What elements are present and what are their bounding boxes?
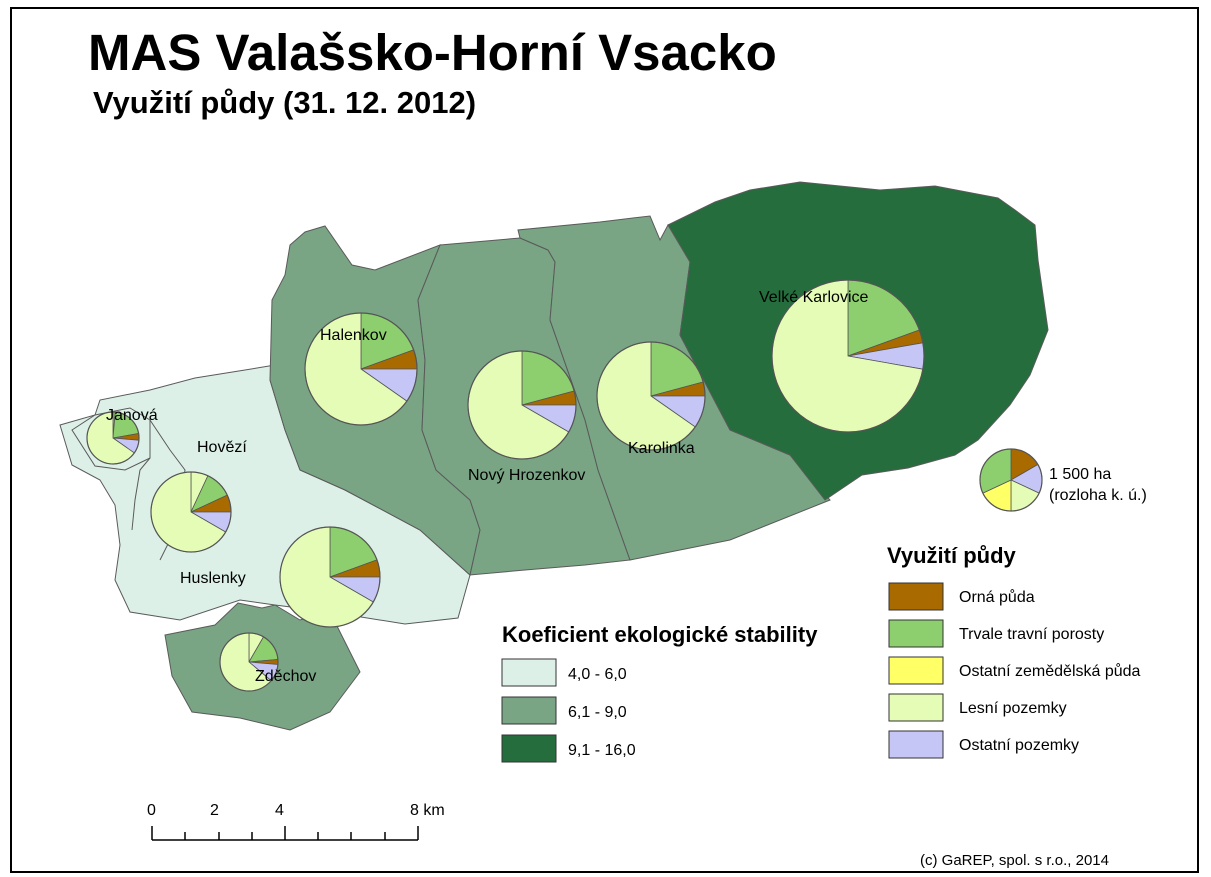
label-zdechov: Zděchov: [255, 668, 316, 685]
land-use-swatch-3: [888, 693, 944, 722]
pie-karlovice: [771, 279, 925, 433]
land-use-swatch-4: [888, 730, 944, 759]
stability-label-1: 6,1 - 9,0: [568, 704, 627, 721]
land-use-swatch-0: [888, 582, 944, 611]
copyright-notice: (c) GaREP, spol. s r.o., 2014: [920, 852, 1109, 869]
pie-zdechov: [219, 632, 279, 692]
pie-halenkov: [304, 312, 418, 426]
land-use-label-3: Lesní pozemky: [959, 700, 1067, 717]
pie-janova-outline: [86, 411, 140, 465]
pie-halenkov-outline: [304, 312, 418, 426]
pie-novy: [467, 350, 577, 460]
pie-legend: [979, 448, 1043, 512]
map-title: MAS Valašsko-Horní Vsacko: [88, 24, 777, 81]
label-hovezi: Hovězí: [197, 439, 247, 456]
land-use-swatch-2: [888, 656, 944, 685]
land-use-label-4: Ostatní pozemky: [959, 737, 1079, 754]
municipality-labels: Janová Hovězí Huslenky Halenkov Nový Hro…: [106, 289, 868, 685]
label-huslenky: Huslenky: [180, 570, 246, 587]
stability-swatch-1: [501, 696, 557, 725]
pie-karlovice-outline: [771, 279, 925, 433]
label-novy-hrozenkov: Nový Hrozenkov: [468, 467, 585, 484]
stability-label-2: 9,1 - 16,0: [568, 742, 636, 759]
pie-hovezi-outline: [150, 471, 232, 553]
label-velke-karlovice: Velké Karlovice: [759, 289, 868, 306]
scale-bar: [151, 826, 419, 841]
scale-bar-labels: 0 2 4 8 km: [147, 802, 445, 819]
land-use-pies: [86, 279, 1043, 692]
label-karolinka: Karolinka: [628, 440, 695, 457]
pie-novy-outline: [467, 350, 577, 460]
pie-huslenky-outline: [279, 526, 381, 628]
pie-karolinka-outline: [596, 341, 706, 451]
stability-label-0: 4,0 - 6,0: [568, 666, 627, 683]
stability-legend-title: Koeficient ekologické stability: [502, 622, 818, 647]
stability-swatch-0: [501, 658, 557, 687]
size-legend-line2: (rozloha k. ú.): [1049, 487, 1147, 504]
scale-label-4: 4: [275, 802, 284, 819]
label-janova: Janová: [106, 407, 158, 424]
land-use-label-1: Trvale travní porosty: [959, 626, 1104, 643]
scale-label-2: 2: [210, 802, 219, 819]
scale-label-8: 8 km: [410, 802, 445, 819]
municipality-regions: [59, 181, 1049, 731]
pie-karolinka: [596, 341, 706, 451]
stability-legend: 4,0 - 6,0 6,1 - 9,0 9,1 - 16,0: [501, 658, 636, 763]
map-subtitle: Využití půdy (31. 12. 2012): [93, 85, 477, 120]
size-legend-line1: 1 500 ha: [1049, 466, 1111, 483]
land-use-label-0: Orná půda: [959, 588, 1035, 606]
scale-label-0: 0: [147, 802, 156, 819]
land-use-label-2: Ostatní zemědělská půda: [959, 662, 1141, 680]
pie-janova: [86, 411, 140, 465]
stability-swatch-2: [501, 734, 557, 763]
land-use-legend-title: Využití půdy: [887, 543, 1017, 568]
pie-zdechov-outline: [219, 632, 279, 692]
pie-legend-outline: [979, 448, 1043, 512]
label-halenkov: Halenkov: [320, 327, 387, 344]
pie-huslenky: [279, 526, 381, 628]
land-use-swatch-1: [888, 619, 944, 648]
pie-hovezi: [150, 471, 232, 553]
